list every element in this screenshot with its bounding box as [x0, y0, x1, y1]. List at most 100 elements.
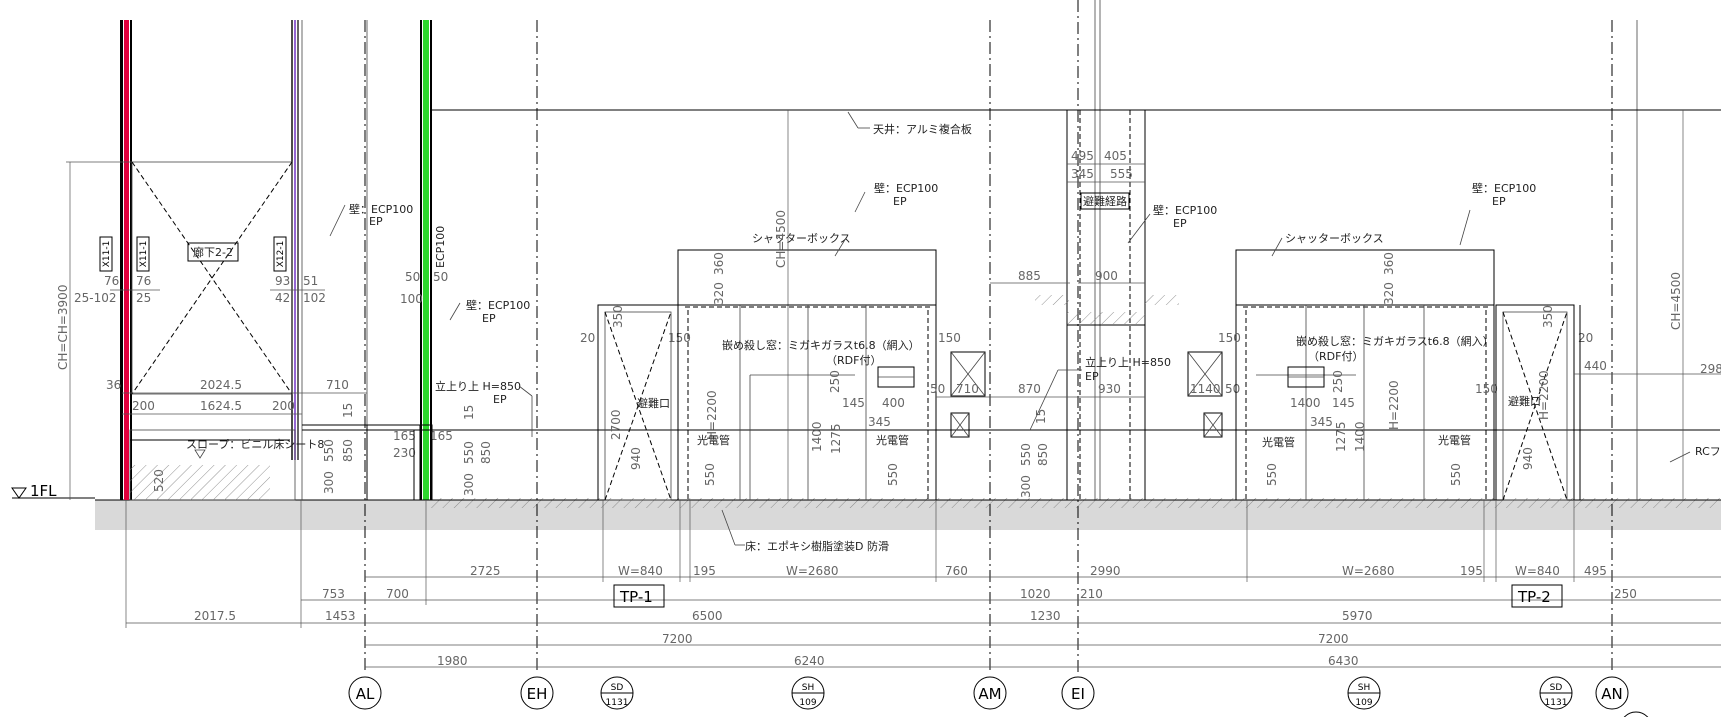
- svg-text:850: 850: [479, 441, 493, 464]
- svg-text:避難口: 避難口: [637, 396, 670, 410]
- svg-text:165: 165: [393, 429, 416, 443]
- svg-text:300: 300: [322, 471, 336, 494]
- ceiling-note: 天井：アルミ複合板: [873, 122, 972, 136]
- svg-text:TP-2: TP-2: [1517, 588, 1551, 606]
- svg-text:345: 345: [1071, 167, 1094, 181]
- svg-text:36: 36: [106, 378, 121, 392]
- svg-text:6240: 6240: [794, 654, 825, 668]
- svg-text:100: 100: [400, 292, 423, 306]
- ch-left: CH=CH=3900: [56, 285, 70, 370]
- svg-text:壁：ECP100: 壁：ECP100: [466, 298, 530, 312]
- svg-text:1453: 1453: [325, 609, 356, 623]
- svg-text:EP: EP: [1492, 195, 1506, 208]
- svg-text:2024.5: 2024.5: [200, 378, 242, 392]
- svg-text:495: 495: [1584, 564, 1607, 578]
- corridor-opening: 廊下2-2: [131, 161, 293, 395]
- level-label: 1FL: [30, 482, 57, 500]
- svg-text:5970: 5970: [1342, 609, 1373, 623]
- svg-text:25-102: 25-102: [74, 291, 117, 305]
- svg-text:光電管: 光電管: [1262, 435, 1295, 449]
- svg-text:2980: 2980: [1700, 362, 1721, 376]
- svg-text:195: 195: [693, 564, 716, 578]
- svg-text:AN: AN: [1601, 685, 1622, 703]
- corridor-tag: 廊下2-2: [193, 245, 233, 259]
- svg-text:550: 550: [322, 439, 336, 462]
- svg-text:壁：ECP100: 壁：ECP100: [1472, 181, 1536, 195]
- svg-text:1400: 1400: [1290, 396, 1321, 410]
- svg-text:200: 200: [272, 399, 295, 413]
- svg-text:CH=4500: CH=4500: [774, 210, 788, 268]
- svg-text:320: 320: [1382, 282, 1396, 305]
- svg-text:EP: EP: [482, 312, 496, 325]
- svg-text:150: 150: [1475, 382, 1498, 396]
- svg-text:360: 360: [1382, 252, 1396, 275]
- svg-text:立上り上 H=850: 立上り上 H=850: [1085, 355, 1171, 369]
- svg-text:350: 350: [611, 305, 625, 328]
- svg-text:X11-1: X11-1: [139, 241, 149, 268]
- svg-text:710: 710: [326, 378, 349, 392]
- svg-text:109: 109: [1355, 698, 1372, 708]
- svg-text:2725: 2725: [470, 564, 501, 578]
- svg-text:400: 400: [882, 396, 905, 410]
- svg-text:15: 15: [462, 405, 476, 420]
- svg-text:850: 850: [1036, 443, 1050, 466]
- svg-text:2700: 2700: [609, 409, 623, 440]
- floor-note: 床：エポキシ樹脂塗装D 防滑: [745, 539, 889, 553]
- svg-text:20: 20: [580, 331, 595, 345]
- svg-text:X11-1: X11-1: [102, 241, 112, 268]
- svg-text:1275: 1275: [1334, 421, 1348, 452]
- svg-text:930: 930: [1098, 382, 1121, 396]
- svg-text:H=2200: H=2200: [705, 390, 719, 440]
- svg-text:嵌め殺し窓：ミガキガラスt6.8（網入）: 嵌め殺し窓：ミガキガラスt6.8（網入）: [722, 338, 920, 352]
- x-tags: X11-1 X11-1 X12-1: [99, 236, 287, 272]
- small-windows-am: 50 710 870 930 15 550 850 300: [930, 351, 1145, 498]
- svg-text:50: 50: [405, 270, 420, 284]
- svg-text:EP: EP: [1085, 370, 1099, 383]
- svg-text:50: 50: [1225, 382, 1240, 396]
- svg-text:1131: 1131: [1545, 698, 1568, 708]
- wall-line-red: [124, 20, 129, 500]
- wall-line-6: [420, 20, 422, 500]
- svg-text:EH: EH: [527, 685, 548, 703]
- svg-text:360: 360: [712, 252, 726, 275]
- tag-tp1: TP-1: [613, 584, 665, 608]
- svg-text:350: 350: [1541, 305, 1555, 328]
- svg-text:避難口: 避難口: [1508, 394, 1541, 408]
- svg-text:EP: EP: [893, 195, 907, 208]
- grid-bubble-eh: EH: [520, 676, 554, 710]
- evac-door-1: 避難口 2700 940 350 20: [580, 304, 679, 501]
- svg-text:700: 700: [386, 587, 409, 601]
- grid-bubble-ei: EI: [1061, 676, 1095, 710]
- svg-text:940: 940: [1521, 447, 1535, 470]
- svg-text:230: 230: [393, 446, 416, 460]
- svg-text:250: 250: [1331, 370, 1345, 393]
- svg-text:RCフッ: RCフッ: [1695, 445, 1721, 458]
- grid-bubble-an: AN: [1595, 676, 1629, 710]
- section-mark-sd-1: SD 1131: [600, 676, 634, 710]
- svg-text:900: 900: [1095, 269, 1118, 283]
- svg-text:EP: EP: [369, 215, 383, 228]
- svg-text:50: 50: [930, 382, 945, 396]
- svg-text:W=2680: W=2680: [1342, 564, 1394, 578]
- svg-text:15: 15: [1034, 409, 1048, 424]
- svg-text:250: 250: [1614, 587, 1637, 601]
- opening-tp1: シャッターボックス CH=4500 360 320 H=2200 嵌め殺し窓：ミ…: [668, 110, 961, 501]
- svg-text:嵌め殺し窓：ミガキガラスt6.8（網入）: 嵌め殺し窓：ミガキガラスt6.8（網入）: [1296, 334, 1494, 348]
- svg-text:W=840: W=840: [618, 564, 663, 578]
- svg-text:1140: 1140: [1190, 382, 1221, 396]
- svg-text:710: 710: [956, 382, 979, 396]
- svg-text:109: 109: [799, 698, 816, 708]
- svg-text:SH: SH: [1358, 683, 1370, 693]
- svg-text:SD: SD: [611, 683, 624, 693]
- shutter-note-2: シャッターボックス: [1285, 232, 1384, 245]
- svg-text:SH: SH: [802, 683, 814, 693]
- svg-text:TP-1: TP-1: [619, 588, 653, 606]
- slope-note: スロープ：ビニル床シート8: [186, 437, 324, 451]
- svg-text:345: 345: [1310, 415, 1333, 429]
- svg-text:555: 555: [1110, 167, 1133, 181]
- evac-door-2: 避難口 H=2200 940 350 20: [1495, 304, 1593, 501]
- svg-text:W=2680: W=2680: [786, 564, 838, 578]
- svg-text:495: 495: [1071, 149, 1094, 163]
- svg-text:210: 210: [1080, 587, 1103, 601]
